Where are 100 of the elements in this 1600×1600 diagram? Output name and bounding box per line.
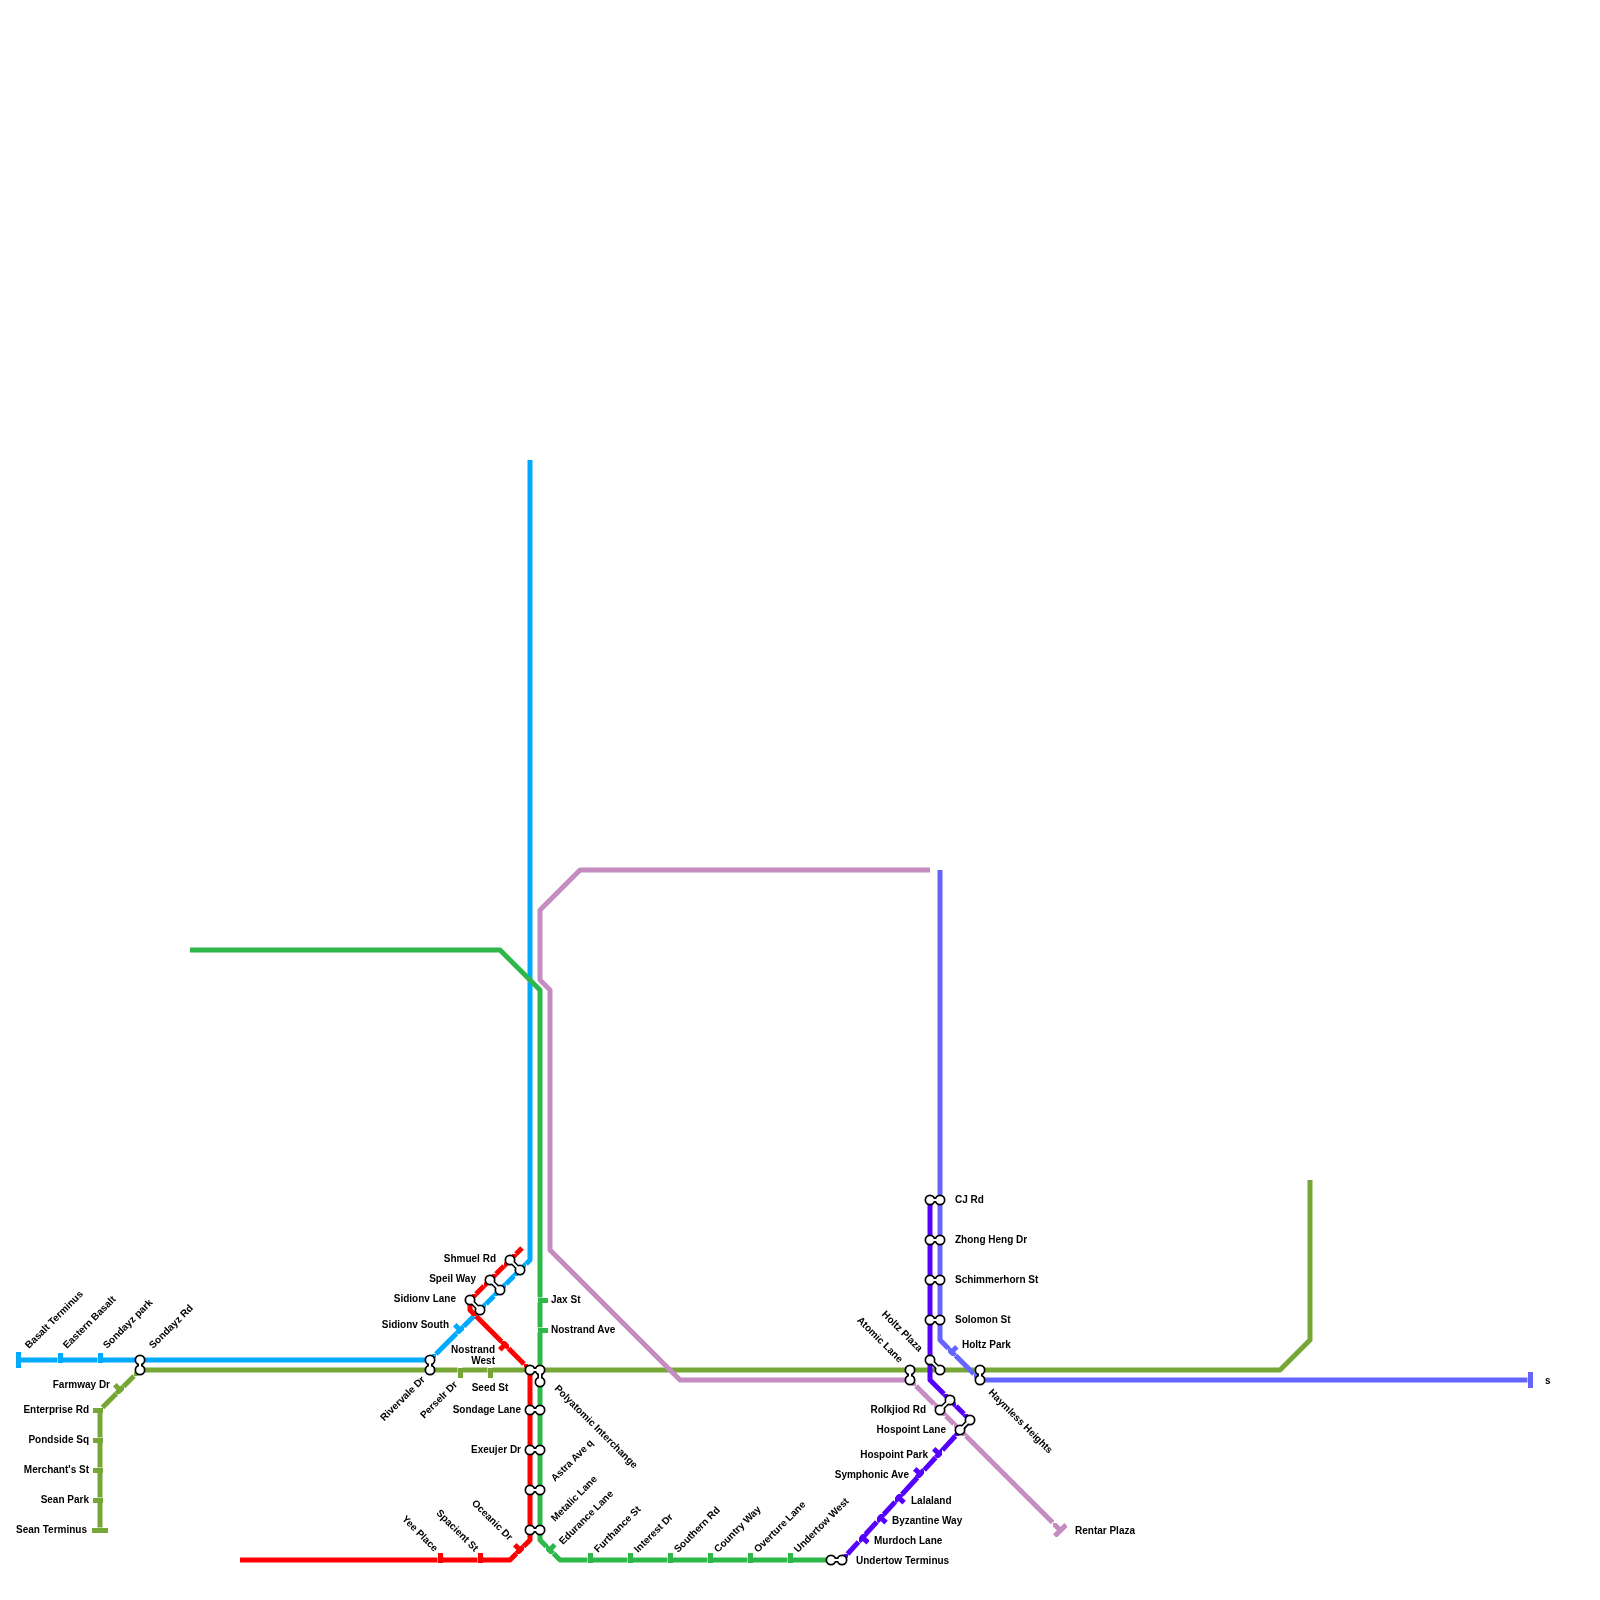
- station-label: CJ Rd: [955, 1194, 984, 1206]
- route-line: [546, 1367, 904, 1373]
- route-line: [592, 1557, 628, 1563]
- station-label: Schimmerhorn St: [955, 1274, 1039, 1286]
- station-label: Murdoch Lane: [874, 1535, 943, 1547]
- route-line: [863, 1520, 879, 1537]
- route-line: [97, 1502, 103, 1528]
- station-label: Jax St: [551, 1294, 581, 1306]
- station-label: Solomon St: [955, 1314, 1011, 1326]
- station-label: Sidionv Lane: [393, 1293, 456, 1305]
- station-label: Nostrand Ave: [551, 1324, 616, 1336]
- station-label: Nostrand West: [451, 1344, 495, 1366]
- route-line: [900, 1475, 920, 1497]
- route-line: [146, 1357, 424, 1363]
- route-line: [521, 1536, 533, 1549]
- station-label: Sondage Lane: [452, 1404, 521, 1416]
- route-line: [190, 947, 543, 1298]
- station-label: Lalaland: [911, 1495, 952, 1507]
- route-line: [937, 1286, 943, 1314]
- route-line: [537, 1536, 549, 1549]
- station-label: Sean Terminus: [16, 1524, 87, 1536]
- route-line: [146, 1367, 424, 1373]
- station-label: Byzantine Way: [892, 1515, 963, 1527]
- route-line: [461, 1314, 476, 1329]
- route-line: [527, 1456, 533, 1484]
- route-line: [937, 1326, 951, 1351]
- station-label: Exeujer Dr: [470, 1444, 521, 1456]
- route-line: [537, 1416, 543, 1444]
- route-line: [922, 1455, 938, 1472]
- station-label: Farmway Dr: [52, 1379, 110, 1391]
- route-line: [937, 1206, 943, 1234]
- route-line: [537, 1496, 543, 1524]
- route-line: [434, 1331, 459, 1356]
- station-label: Merchant's St: [23, 1464, 89, 1476]
- route-line: [494, 1264, 506, 1276]
- route-line: [937, 870, 943, 1194]
- route-line: [97, 1472, 103, 1498]
- station-label: Rentar Plaza: [1075, 1525, 1136, 1537]
- route-line: [953, 1353, 976, 1376]
- route-line: [881, 1500, 897, 1517]
- route-line: [927, 1326, 933, 1354]
- route-line: [927, 1286, 933, 1314]
- station-label: Symphonic Ave: [834, 1469, 909, 1481]
- route-line: [537, 1302, 543, 1328]
- route-line: [474, 1314, 504, 1344]
- route-line: [954, 1404, 966, 1416]
- route-line: [916, 1367, 924, 1373]
- route-line: [100, 1391, 119, 1410]
- station-label: s: [1545, 1375, 1551, 1387]
- station-label: Undertow Terminus: [856, 1555, 950, 1567]
- route-line: [537, 867, 930, 1383]
- station-label: Pondside Sq: [28, 1434, 89, 1446]
- route-line: [792, 1557, 825, 1563]
- route-line: [527, 1388, 533, 1404]
- station-label: Sean Park: [40, 1494, 89, 1506]
- route-line: [527, 1416, 533, 1444]
- station-label: Hospoint Lane: [876, 1424, 946, 1436]
- station-label: Holtz Park: [962, 1339, 1011, 1351]
- station-label: Seed St: [471, 1382, 509, 1394]
- route-line: [845, 1540, 861, 1556]
- station-label: Sidionv South: [381, 1319, 449, 1331]
- route-line: [946, 1367, 974, 1373]
- station-label: Shmuel Rd: [443, 1253, 496, 1265]
- route-line: [937, 1246, 943, 1274]
- route-line: [442, 1557, 478, 1563]
- station-label: Enterprise Rd: [23, 1404, 89, 1416]
- route-line: [672, 1557, 708, 1563]
- route-line: [20, 1357, 58, 1363]
- route-line: [240, 1557, 438, 1563]
- route-line: [492, 1367, 524, 1373]
- route-line: [474, 1284, 486, 1296]
- route-line: [632, 1557, 668, 1563]
- route-line: [97, 1412, 103, 1438]
- station-label: Speil Way: [429, 1273, 476, 1285]
- route-line: [712, 1557, 748, 1563]
- station-label: Zhong Heng Dr: [955, 1234, 1028, 1246]
- route-line: [927, 1206, 933, 1234]
- route-line: [436, 1367, 458, 1373]
- route-line: [102, 1357, 134, 1363]
- route-line: [927, 1376, 946, 1396]
- station-label: Hospoint Park: [860, 1449, 928, 1461]
- route-line: [537, 1456, 543, 1484]
- route-line: [514, 1246, 524, 1256]
- route-line: [964, 1434, 1055, 1525]
- route-line: [523, 460, 533, 1266]
- route-line: [944, 1414, 956, 1426]
- route-line: [62, 1357, 98, 1363]
- route-line: [484, 1294, 496, 1306]
- route-line: [986, 1377, 1528, 1383]
- route-line: [986, 1180, 1313, 1373]
- station-label: Rolkjiod Rd: [870, 1404, 926, 1416]
- route-line: [551, 1551, 588, 1563]
- route-line: [482, 1551, 519, 1563]
- route-line: [504, 1274, 516, 1286]
- route-line: [527, 1496, 533, 1524]
- route-line: [940, 1434, 958, 1452]
- route-line: [927, 1246, 933, 1274]
- route-line: [97, 1442, 103, 1468]
- route-line: [462, 1367, 488, 1373]
- route-line: [121, 1374, 136, 1389]
